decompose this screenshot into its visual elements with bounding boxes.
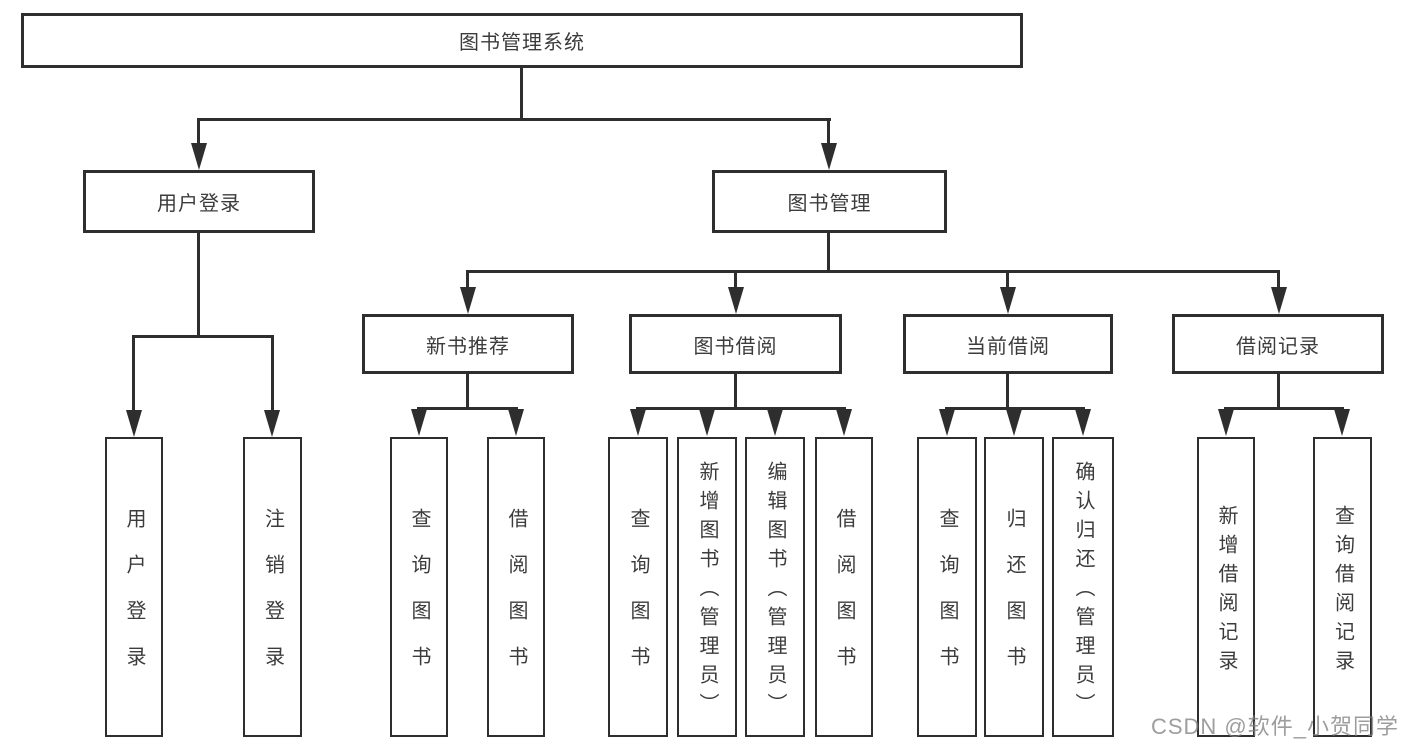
connector-user-login-drop <box>197 118 200 148</box>
arrow-to-user-login <box>191 143 207 170</box>
arrow-to-book-borrow-leaf4 <box>836 409 852 436</box>
arrow-to-current-borrow-leaf2 <box>1006 409 1022 436</box>
leaf-current-confirm-admin-label: 确认归还（管理员） <box>1072 461 1094 722</box>
leaf-current-return-label: 归还图书 <box>1003 508 1025 692</box>
leaf-borrow-query-label: 查询图书 <box>627 508 649 692</box>
connector-user-leaves-bar <box>132 335 274 338</box>
leaf-newbook-query: 查询图书 <box>390 437 448 737</box>
leaf-newbook-borrow-label: 借阅图书 <box>505 508 527 692</box>
node-book-mgmt-label: 图书管理 <box>787 193 872 215</box>
arrow-to-borrow-record <box>1271 287 1287 314</box>
node-user-login: 用户登录 <box>83 170 315 233</box>
node-new-book-label: 新书推荐 <box>426 335 510 358</box>
connector-new-book-leaves-bar <box>417 407 518 410</box>
leaf-record-query-label: 查询借阅记录 <box>1331 504 1354 679</box>
arrow-to-new-book-leaf2 <box>508 409 524 436</box>
connector-new-book-drop <box>466 270 469 292</box>
leaf-current-query-label: 查询图书 <box>936 508 958 692</box>
node-user-login-label: 用户登录 <box>157 193 241 215</box>
connector-book-borrow-stem <box>734 374 737 407</box>
arrow-to-user-leaf2 <box>264 410 280 437</box>
node-book-borrow: 图书借阅 <box>629 314 842 374</box>
connector-new-book-stem <box>466 374 469 407</box>
connector-level2-bar <box>197 118 831 121</box>
connector-current-borrow-stem <box>1006 374 1009 407</box>
arrow-to-book-mgmt <box>821 143 837 170</box>
leaf-user-login: 用户登录 <box>105 437 163 737</box>
leaf-current-confirm-admin: 确认归还（管理员） <box>1052 437 1114 737</box>
node-book-borrow-label: 图书借阅 <box>693 335 778 358</box>
leaf-newbook-query-label: 查询图书 <box>408 508 430 692</box>
arrow-to-book-borrow-leaf2 <box>699 409 715 436</box>
leaf-borrow-query: 查询图书 <box>608 437 668 737</box>
connector-level3-bar <box>466 270 1280 273</box>
connector-book-mgmt-stem <box>827 233 830 270</box>
leaf-borrow-add-admin: 新增图书（管理员） <box>677 437 737 737</box>
leaf-current-return: 归还图书 <box>984 437 1044 737</box>
arrow-to-new-book <box>460 287 476 314</box>
node-book-mgmt: 图书管理 <box>712 170 947 233</box>
leaf-borrow-borrow: 借阅图书 <box>815 437 873 737</box>
leaf-borrow-borrow-label: 借阅图书 <box>833 508 855 692</box>
arrow-to-new-book-leaf1 <box>411 409 427 436</box>
csdn-watermark: CSDN @软件_小贺同学 <box>1150 714 1399 739</box>
connector-current-borrow-leaves-bar <box>945 407 1085 410</box>
arrow-to-user-leaf1 <box>126 410 142 437</box>
connector-user-leaf1-drop <box>132 335 135 415</box>
leaf-record-query: 查询借阅记录 <box>1313 437 1372 737</box>
node-root: 图书管理系统 <box>21 13 1023 68</box>
leaf-record-add: 新增借阅记录 <box>1197 437 1255 737</box>
connector-user-leaf2-drop <box>271 335 274 415</box>
arrow-to-current-borrow-leaf1 <box>939 409 955 436</box>
arrow-to-book-borrow-leaf1 <box>630 409 646 436</box>
leaf-user-login-label: 用户登录 <box>123 508 145 692</box>
leaf-logout-label: 注销登录 <box>261 508 284 692</box>
arrow-to-book-borrow <box>728 287 744 314</box>
node-root-label: 图书管理系统 <box>459 32 585 54</box>
leaf-newbook-borrow: 借阅图书 <box>487 437 545 737</box>
arrow-to-book-borrow-leaf3 <box>767 409 783 436</box>
node-borrow-record-label: 借阅记录 <box>1236 335 1320 358</box>
connector-borrow-record-drop <box>1277 270 1280 292</box>
node-current-borrow: 当前借阅 <box>903 314 1113 374</box>
connector-borrow-record-stem <box>1277 374 1280 407</box>
arrow-to-current-borrow <box>1000 287 1016 314</box>
connector-root-stem <box>520 68 523 119</box>
connector-book-mgmt-drop <box>827 118 830 148</box>
connector-book-borrow-leaves-bar <box>636 407 846 410</box>
arrow-to-borrow-record-leaf2 <box>1334 409 1350 436</box>
arrow-to-current-borrow-leaf3 <box>1075 409 1091 436</box>
connector-user-login-stem <box>197 233 200 335</box>
arrow-to-borrow-record-leaf1 <box>1218 409 1234 436</box>
node-borrow-record: 借阅记录 <box>1172 314 1384 374</box>
leaf-borrow-edit-admin: 编辑图书（管理员） <box>745 437 805 737</box>
connector-current-borrow-drop <box>1006 270 1009 292</box>
connector-borrow-record-leaves-bar <box>1224 407 1344 410</box>
node-new-book: 新书推荐 <box>362 314 574 374</box>
leaf-borrow-edit-admin-label: 编辑图书（管理员） <box>764 461 786 722</box>
connector-book-borrow-drop <box>734 270 737 292</box>
leaf-borrow-add-admin-label: 新增图书（管理员） <box>696 461 718 722</box>
leaf-logout: 注销登录 <box>243 437 302 737</box>
leaf-current-query: 查询图书 <box>917 437 977 737</box>
leaf-record-add-label: 新增借阅记录 <box>1215 504 1237 679</box>
node-current-borrow-label: 当前借阅 <box>966 335 1050 358</box>
